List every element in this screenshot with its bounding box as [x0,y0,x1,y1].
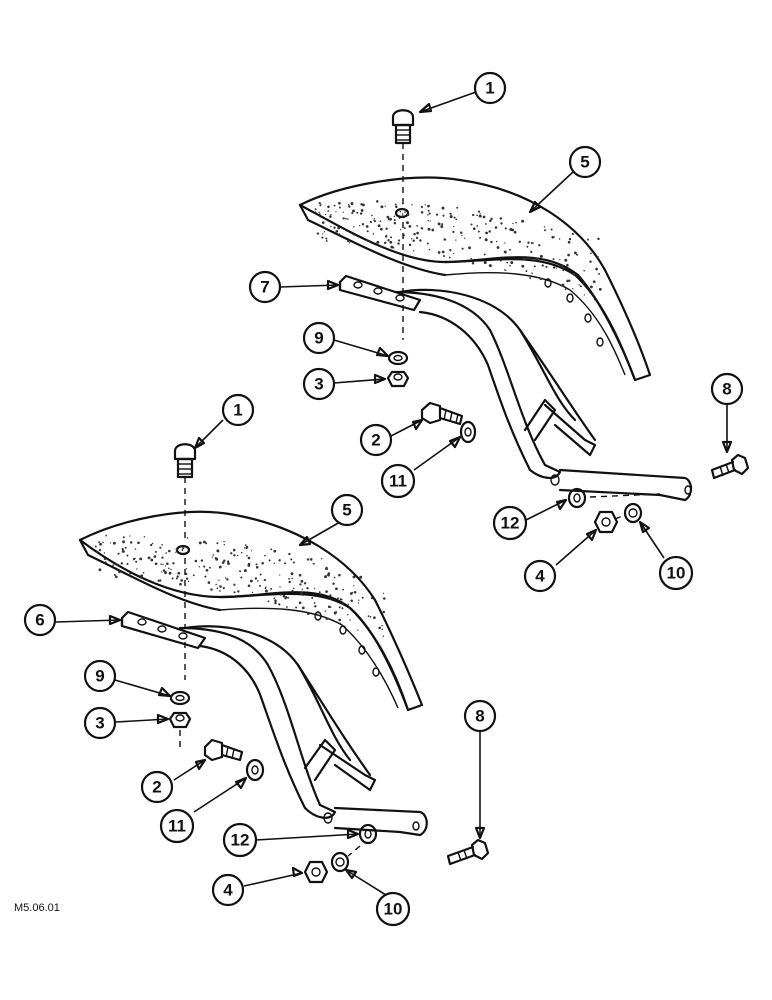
upper-strap-plate [338,274,422,312]
upper-hex-nut-4 [593,510,619,534]
svg-text:1: 1 [485,79,494,98]
callout-4-lower: 4 [211,873,245,907]
svg-text:2: 2 [371,431,380,450]
upper-flat-washer-11 [459,420,477,444]
lower-spacer-12 [358,823,378,845]
svg-text:8: 8 [475,707,484,726]
lower-hex-nut [168,711,192,729]
upper-hex-bolt-2 [420,401,464,426]
svg-text:10: 10 [667,564,686,583]
svg-text:12: 12 [231,831,250,850]
callout-12-upper: 12 [492,505,528,541]
callout-9-upper: 9 [302,321,336,355]
lower-flat-washer-11 [245,758,265,782]
callout-8-lower: 8 [463,699,497,733]
callout-11-upper: 11 [380,463,416,499]
svg-text:4: 4 [535,567,545,586]
svg-text:12: 12 [501,514,520,533]
callout-3-lower: 3 [83,706,117,740]
svg-text:8: 8 [722,380,731,399]
callout-2-lower: 2 [140,770,174,804]
lower-strap-plate [120,610,207,650]
upper-fender-panel [298,176,652,382]
callouts: 1 5 7 9 3 2 11 8 12 4 10 1 5 6 9 3 2 11 … [23,71,744,927]
callout-1-upper: 1 [473,71,507,105]
svg-text:9: 9 [95,667,104,686]
lower-fender-assembly [78,443,490,884]
svg-text:3: 3 [314,375,323,394]
svg-text:5: 5 [580,153,589,172]
lower-hex-bolt-8 [446,838,490,866]
callout-10-upper: 10 [658,555,694,591]
callout-5-upper: 5 [568,145,602,179]
svg-text:6: 6 [35,611,44,630]
callout-5-lower: 5 [330,493,364,527]
svg-text:1: 1 [233,401,242,420]
lower-carriage-bolt [173,443,197,479]
upper-hex-bolt-8 [710,453,750,480]
callout-9-lower: 9 [83,659,117,693]
callout-8-upper: 8 [710,372,744,406]
svg-text:2: 2 [152,778,161,797]
svg-text:3: 3 [95,714,104,733]
callout-2-upper: 2 [359,423,393,457]
lower-hex-nut-4 [303,860,329,884]
lower-fender-panel [78,510,424,712]
callout-1-lower: 1 [221,393,255,427]
svg-text:4: 4 [223,881,233,900]
upper-bracket-arms [393,288,693,502]
lower-flat-washer-10 [330,851,350,873]
figure-reference-code: M5.06.01 [14,902,60,914]
lower-hex-bolt-2 [203,738,244,762]
callout-10-lower: 10 [375,891,411,927]
callout-3-upper: 3 [302,367,336,401]
lower-bracket-arms [178,625,428,837]
svg-text:7: 7 [260,278,269,297]
callout-7: 7 [248,270,282,304]
upper-hex-nut [386,370,410,388]
svg-text:11: 11 [168,817,186,836]
callout-12-lower: 12 [222,822,258,858]
callout-11-lower: 11 [159,808,195,844]
upper-lock-washer [387,350,409,366]
callout-4-upper: 4 [523,559,557,593]
svg-text:11: 11 [389,472,407,491]
svg-text:5: 5 [342,501,351,520]
upper-spacer-12 [567,487,587,509]
upper-fender-assembly [298,109,750,534]
svg-text:10: 10 [384,900,403,919]
svg-text:9: 9 [314,329,323,348]
upper-flat-washer-10 [623,502,643,524]
upper-carriage-bolt [391,109,415,145]
lower-lock-washer [169,690,191,706]
callout-6: 6 [23,603,57,637]
